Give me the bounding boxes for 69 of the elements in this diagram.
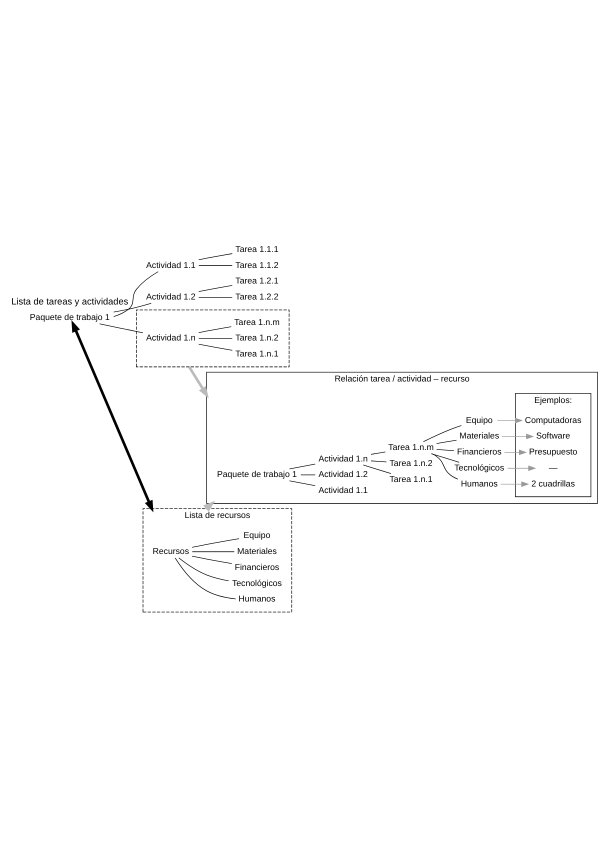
connector	[436, 449, 454, 451]
node-text: Actividad 1.1	[146, 260, 196, 270]
node-text: Software	[536, 430, 570, 441]
connector	[198, 344, 233, 351]
node-text: Tarea 1.2.2	[235, 292, 279, 302]
node-text: Presupuesto	[528, 446, 578, 457]
node-text: Tarea 1.n.m	[234, 316, 280, 327]
connector	[192, 538, 240, 548]
connector	[198, 326, 232, 333]
connector	[362, 464, 392, 474]
node-text: Tarea 1.n.1	[389, 474, 433, 484]
node-text: Tarea 1.n.2	[235, 332, 279, 343]
node-text: Humanos	[460, 478, 498, 488]
connector	[436, 440, 457, 444]
node-text: Tarea 1.n.m	[388, 442, 434, 452]
arrow	[71, 320, 154, 512]
arrow	[507, 465, 536, 472]
connector	[198, 296, 233, 298]
connector	[289, 464, 316, 470]
arrow	[188, 366, 209, 398]
connector	[423, 425, 462, 442]
connector	[192, 556, 232, 564]
connector	[99, 324, 144, 334]
node-text: Tarea 1.2.1	[235, 276, 279, 286]
node-text: Actividad 1.1	[318, 485, 368, 496]
cluster	[136, 310, 290, 368]
node-text: Tecnológicos	[454, 462, 504, 473]
connector	[198, 285, 233, 292]
label: Lista de tareas y actividades	[11, 296, 128, 306]
node-text: Financieros	[234, 562, 280, 572]
connector	[113, 302, 152, 312]
connector	[430, 453, 460, 463]
node-text: Recursos	[152, 546, 190, 556]
node-text: Tarea 1.n.1	[235, 348, 279, 359]
connector	[178, 558, 229, 582]
node-text: 2 cuadrillas	[531, 478, 575, 488]
node-text: Actividad 1.2	[146, 292, 196, 302]
node-text: Tecnológicos	[232, 578, 282, 588]
connector	[370, 460, 387, 462]
connector	[300, 474, 316, 476]
node-text: Tarea 1.1.2	[235, 260, 279, 270]
node-text: Actividad 1.2	[318, 469, 368, 480]
connector	[198, 338, 233, 339]
arrow	[500, 481, 530, 487]
node-text: Humanos	[238, 594, 276, 604]
node-text: Equipo	[466, 414, 493, 425]
connector	[174, 558, 236, 600]
node-text: Actividad 1.n	[146, 332, 196, 343]
connector	[192, 551, 235, 552]
node-text: Materiales	[237, 546, 277, 556]
arrow	[502, 434, 534, 440]
node-text: Equipo	[244, 530, 270, 540]
connector	[113, 271, 159, 317]
node-text: Computadoras	[524, 414, 582, 425]
node-text: Materiales	[459, 430, 500, 441]
node-text: Paquete de trabajo 1	[30, 312, 110, 322]
node-text: —	[548, 462, 558, 473]
connector	[198, 265, 233, 266]
node-text: Tarea 1.1.1	[235, 244, 279, 254]
node-text: Tarea 1.n.2	[389, 458, 433, 468]
arrow	[504, 450, 527, 456]
arrow	[496, 418, 523, 424]
node-text: Actividad 1.n	[318, 453, 368, 464]
connector	[432, 453, 458, 480]
node-text: Paquete de trabajo 1	[217, 469, 297, 480]
connector	[289, 480, 316, 486]
connector	[198, 253, 233, 260]
node-text: Financieros	[457, 446, 502, 457]
connector	[370, 452, 386, 455]
